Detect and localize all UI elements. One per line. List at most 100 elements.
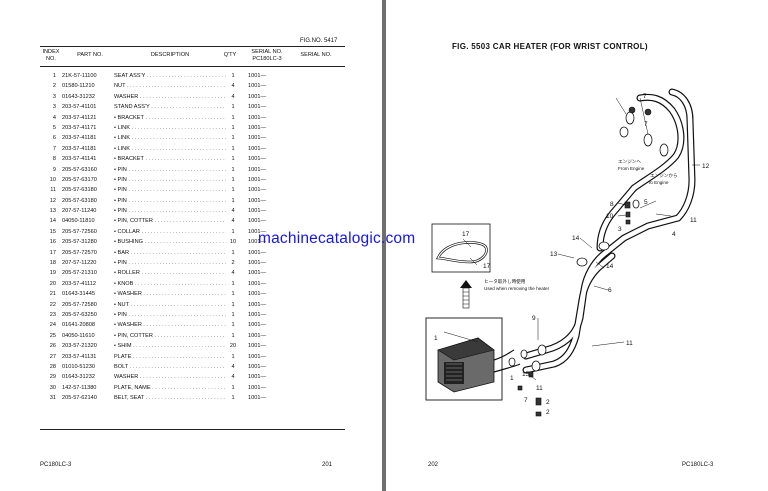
svg-text:ヒータ取外し時使用: ヒータ取外し時使用	[484, 278, 526, 285]
row-description: • BAR	[114, 248, 234, 258]
row-qty: 1	[226, 174, 240, 186]
svg-text:12: 12	[702, 163, 710, 170]
page-number-left: 201	[322, 462, 333, 468]
fasteners	[517, 106, 652, 417]
hose-lines	[522, 88, 696, 374]
row-description: • WASHER	[114, 289, 234, 299]
svg-text:2: 2	[546, 399, 550, 406]
engine-annotations: エンジンへ From Engine エンジンから To Engine ヒータ取外…	[484, 159, 678, 291]
header-qty: Q'TY	[223, 52, 237, 58]
row-qty: 1	[226, 247, 240, 259]
row-index: 2	[52, 83, 56, 90]
row-part-no: 205-57-63250	[62, 311, 97, 318]
row-description: • BUSHING	[114, 237, 234, 247]
svg-text:1: 1	[510, 375, 514, 382]
row-part-no: 203-57-41181	[62, 135, 97, 142]
footer-model-left: PC180LC-3	[40, 462, 72, 468]
row-index: 21	[49, 291, 56, 298]
svg-text:To Engine: To Engine	[648, 180, 669, 185]
row-part-no: 205-57-72560	[62, 228, 97, 235]
row-serial: 1001—	[248, 114, 267, 121]
row-description: • PIN, COTTER	[114, 216, 234, 226]
hose-clamps	[508, 111, 669, 372]
row-serial: 1001—	[248, 343, 267, 350]
row-index: 3	[52, 104, 56, 111]
row-description: SEAT ASS'Y	[114, 71, 234, 81]
figure-title: FIG. 5503 CAR HEATER (FOR WRIST CONTROL)	[452, 42, 648, 51]
row-index: 22	[49, 301, 56, 308]
fig-number: FIG.NO. 5417	[300, 38, 338, 44]
row-part-no: 203-57-41141	[62, 156, 97, 163]
svg-text:エンジンから: エンジンから	[650, 172, 678, 179]
row-index: 10	[49, 176, 56, 183]
svg-text:11: 11	[536, 385, 543, 392]
row-index: 31	[49, 395, 56, 402]
row-serial: 1001—	[248, 176, 267, 183]
row-qty: 1	[226, 393, 240, 404]
row-qty: 20	[226, 341, 240, 352]
row-index: 29	[49, 374, 56, 381]
svg-text:11: 11	[626, 340, 633, 347]
svg-text:Used when removing the heater: Used when removing the heater	[484, 286, 550, 291]
inset-arrow	[460, 280, 472, 309]
row-index: 26	[49, 343, 56, 350]
row-qty: 1	[226, 122, 240, 134]
row-description: • PIN	[114, 175, 234, 185]
row-description: • BRACKET	[114, 113, 234, 123]
row-serial: 1001—	[248, 145, 267, 152]
row-part-no: 207-57-11220	[62, 260, 97, 267]
row-serial: 1001—	[248, 228, 267, 235]
row-qty: 1	[226, 309, 240, 321]
row-part-no: 04050-11610	[62, 332, 95, 339]
row-part-no: 203-57-41112	[62, 280, 97, 287]
table-end-rule	[40, 429, 345, 430]
row-qty: 1	[226, 164, 240, 175]
svg-text:7: 7	[644, 121, 648, 128]
row-part-no: 203-57-21320	[62, 343, 97, 350]
row-index: 9	[52, 166, 56, 173]
page-number-right: 202	[428, 462, 439, 468]
row-serial: 1001—	[248, 187, 267, 194]
watermark: machinecatalogic.com	[258, 230, 416, 247]
row-qty: 4	[226, 216, 240, 227]
svg-text:7: 7	[524, 397, 528, 404]
row-qty: 1	[226, 299, 240, 310]
row-description: • LINK	[114, 123, 234, 133]
row-qty: 1	[226, 330, 240, 342]
row-serial: 1001—	[248, 156, 267, 163]
row-serial: 1001—	[248, 332, 267, 339]
callout-numbers: 7 7 12 8 10 3 5 4 11 14 13 14 6 9 11 11 …	[434, 93, 710, 416]
row-part-no: 205-57-63180	[62, 187, 97, 194]
row-index: 23	[49, 311, 56, 318]
leader-lines	[443, 97, 700, 381]
row-index: 16	[49, 239, 56, 246]
row-serial: 1001—	[248, 280, 267, 287]
row-part-no: 205-57-21310	[62, 270, 97, 277]
row-index: 17	[49, 249, 56, 256]
row-serial: 1001—	[248, 218, 267, 225]
row-part-no: 207-57-11240	[62, 208, 97, 215]
row-qty: 1	[226, 382, 240, 394]
row-description: • PIN	[114, 196, 234, 206]
svg-text:5: 5	[644, 199, 648, 206]
row-description: • LINK	[114, 144, 234, 154]
row-part-no: 205-57-63160	[62, 166, 97, 173]
row-qty: 1	[226, 71, 240, 82]
row-description: • PIN	[114, 185, 234, 195]
header-serial-no: SERIAL NO. PC180LC-3	[251, 49, 283, 62]
row-qty: 1	[226, 112, 240, 123]
row-serial: 1001—	[248, 166, 267, 173]
svg-text:10: 10	[606, 213, 614, 220]
row-serial: 1001—	[248, 301, 267, 308]
